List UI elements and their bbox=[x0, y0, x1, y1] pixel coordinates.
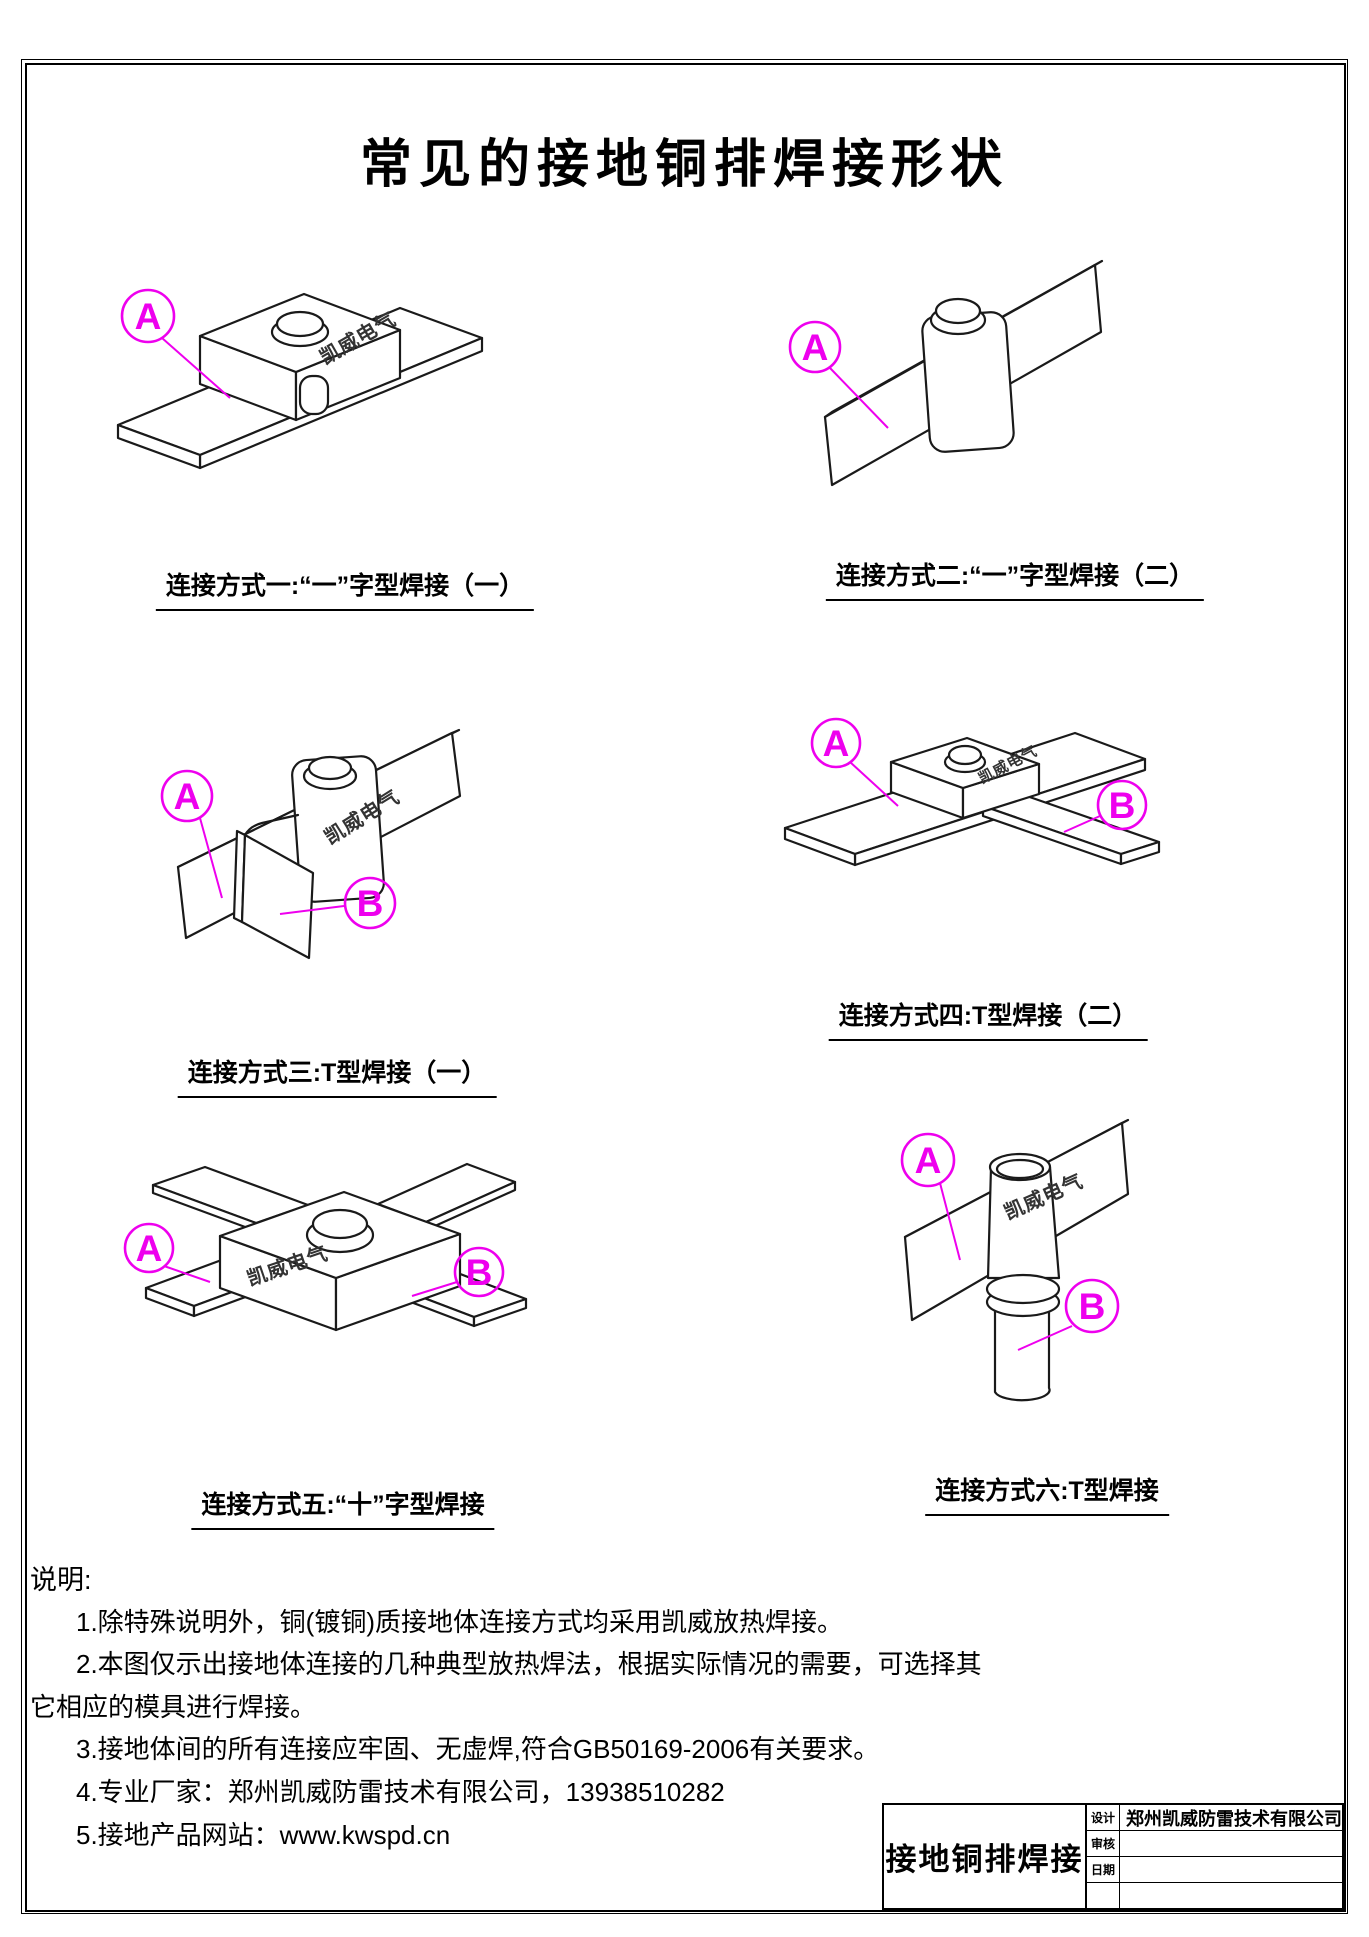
label-b-letter: B bbox=[466, 1252, 493, 1293]
label-b-leader-line bbox=[1063, 815, 1101, 833]
design-label: 设计 bbox=[1087, 1805, 1120, 1830]
weld-diagram-6-drawing: 凯威电气 A B bbox=[900, 1118, 1130, 1402]
note-line-5: 5.接地产品网站：www.kwspd.cn bbox=[76, 1819, 451, 1850]
label-a-letter: A bbox=[915, 1140, 942, 1181]
label-b-marker bbox=[453, 1246, 505, 1298]
date-label: 日期 bbox=[1087, 1857, 1120, 1882]
label-a-marker bbox=[123, 1222, 175, 1274]
page-title: 常见的接地铜排焊接形状 bbox=[359, 134, 1009, 195]
label-b-marker bbox=[1064, 1278, 1120, 1334]
label-a-letter: A bbox=[135, 296, 162, 337]
label-a-marker bbox=[788, 320, 842, 374]
label-b-leader-line bbox=[279, 905, 345, 915]
label-a-leader-line bbox=[199, 817, 223, 899]
label-a-marker bbox=[900, 1132, 956, 1188]
figure-weld-type-3: 凯威电气 A B bbox=[130, 728, 550, 1020]
figure-weld-type-2: A bbox=[780, 240, 1180, 510]
page-border-outer bbox=[21, 59, 1348, 1914]
figure-2-caption: 连接方式二:“一”字型焊接（二） bbox=[825, 556, 1205, 601]
note-line-1: 1.除特殊说明外，铜(镀铜)质接地体连接方式均采用凯威放热焊接。 bbox=[76, 1606, 844, 1637]
label-b-letter: B bbox=[357, 883, 384, 924]
figure-weld-type-5: 凯威电气 A B bbox=[100, 1140, 540, 1440]
label-b-marker bbox=[343, 876, 397, 930]
title-block-row-review: 审核 bbox=[1087, 1831, 1342, 1857]
figure-weld-type-1: 凯威电气 A bbox=[100, 230, 530, 520]
label-a-letter: A bbox=[174, 776, 201, 817]
label-b-marker bbox=[1096, 779, 1148, 831]
figure-6-caption: 连接方式六:T型焊接 bbox=[925, 1471, 1169, 1516]
blank-label bbox=[1087, 1883, 1120, 1908]
figure-weld-type-6: 凯威电气 A B bbox=[880, 1118, 1210, 1450]
label-a-marker bbox=[810, 717, 862, 769]
date-value bbox=[1120, 1857, 1342, 1882]
label-b-letter: B bbox=[1109, 785, 1136, 826]
notes-heading: 说明: bbox=[30, 1565, 92, 1595]
label-b-leader-line bbox=[1017, 1325, 1073, 1351]
note-line-2: 2.本图仅示出接地体连接的几种典型放热焊法，根据实际情况的需要，可选择其 bbox=[76, 1649, 982, 1680]
label-b-letter: B bbox=[1079, 1286, 1106, 1327]
figure-1-caption: 连接方式一:“一”字型焊接（一） bbox=[155, 566, 535, 611]
label-a-marker bbox=[160, 769, 214, 823]
design-value: 郑州凯威防雷技术有限公司 bbox=[1126, 1808, 1342, 1829]
note-line-4: 4.专业厂家：郑州凯威防雷技术有限公司，13938510282 bbox=[76, 1777, 725, 1808]
weld-diagram-3-drawing: 凯威电气 A B bbox=[160, 728, 462, 960]
title-block-row-design: 设计 郑州凯威防雷技术有限公司 bbox=[1087, 1805, 1342, 1831]
title-block: 接地铜排焊接 设计 郑州凯威防雷技术有限公司 审核 日期 bbox=[882, 1803, 1344, 1910]
label-a-leader-line bbox=[829, 367, 889, 429]
figure-3-caption: 连接方式三:T型焊接（一） bbox=[177, 1053, 497, 1098]
label-a-letter: A bbox=[136, 1228, 163, 1269]
figure-5-caption: 连接方式五:“十”字型焊接 bbox=[191, 1485, 495, 1530]
review-value bbox=[1120, 1831, 1342, 1856]
label-a-letter: A bbox=[802, 327, 829, 368]
weld-diagram-5-drawing: 凯威电气 A B bbox=[123, 1162, 528, 1332]
label-a-leader-line bbox=[849, 761, 899, 807]
weld-diagram-1-drawing: 凯威电气 A bbox=[116, 288, 484, 470]
title-block-row-date: 日期 bbox=[1087, 1857, 1342, 1883]
note-line-2-continued: 它相应的模具进行焊接。 bbox=[30, 1691, 317, 1722]
label-b-leader-line bbox=[411, 1281, 458, 1297]
label-a-letter: A bbox=[823, 723, 850, 764]
figure-4-caption: 连接方式四:T型焊接（二） bbox=[828, 996, 1148, 1041]
label-a-leader-line bbox=[163, 1265, 211, 1283]
weld-diagram-2-drawing: A bbox=[788, 259, 1104, 487]
label-a-marker bbox=[120, 288, 176, 344]
review-label: 审核 bbox=[1087, 1831, 1120, 1856]
title-block-rows: 设计 郑州凯威防雷技术有限公司 审核 日期 bbox=[1087, 1805, 1342, 1908]
figure-weld-type-4: 凯威电气 A B bbox=[770, 700, 1190, 915]
label-a-leader-line bbox=[939, 1182, 961, 1261]
blank-value bbox=[1120, 1883, 1342, 1908]
note-line-3: 3.接地体间的所有连接应牢固、无虚焊,符合GB50169-2006有关要求。 bbox=[76, 1734, 880, 1765]
title-block-row-blank bbox=[1087, 1883, 1342, 1908]
weld-diagram-4-drawing: 凯威电气 A B bbox=[783, 717, 1161, 867]
label-a-leader-line bbox=[161, 337, 231, 399]
page-border-inner bbox=[25, 63, 1346, 1912]
drawing-title: 接地铜排焊接 bbox=[884, 1805, 1087, 1908]
notes-section: 说明: 1.除特殊说明外，铜(镀铜)质接地体连接方式均采用凯威放热焊接。 2.本… bbox=[30, 1565, 1010, 1863]
